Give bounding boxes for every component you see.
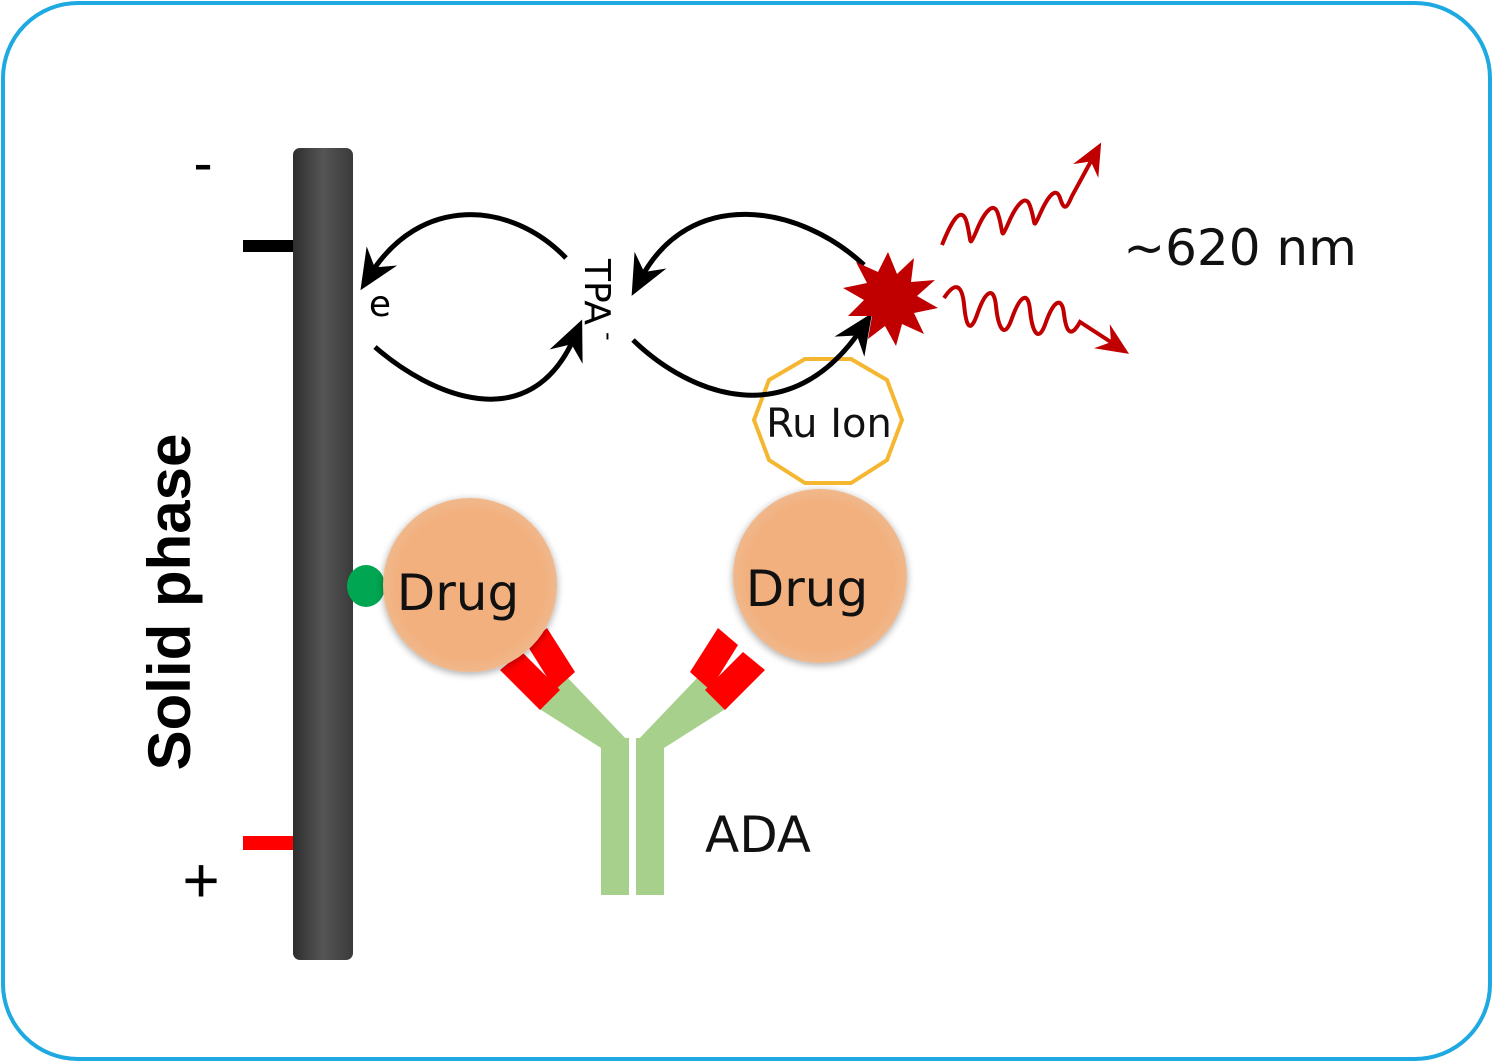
ru-ion-label: Ru Ion: [766, 401, 892, 447]
ru-ion-ring: [751, 357, 905, 485]
arrow-tpa-to-ru: [631, 313, 873, 398]
arrow-tpa-to-electrode: [360, 212, 568, 291]
drug-left: [383, 498, 557, 672]
anchor-dot: [347, 565, 385, 607]
starburst-icon: [843, 252, 938, 346]
drug-right-label: Drug: [746, 560, 869, 618]
wavy-arrow-icon: [940, 142, 1102, 246]
antibody-arm-right: [636, 676, 727, 760]
wavy-arrow-icon: [942, 285, 1130, 354]
antibody-stem-left: [601, 738, 629, 895]
wavelength-label: ~620 nm: [1123, 219, 1357, 277]
positive-terminal: [243, 836, 295, 850]
electrode-bar: [293, 148, 353, 960]
drug-right: [733, 489, 907, 663]
solid-phase-label: Solid phase: [136, 434, 203, 771]
antibody-tip-left: [500, 628, 575, 710]
tpa-label: TPA -: [576, 258, 623, 341]
arrow-electrode-to-tpa: [373, 319, 583, 402]
ada-label: ADA: [705, 806, 811, 864]
antibody-tip-right: [690, 628, 765, 710]
antibody-arm-left: [538, 676, 629, 760]
electron-label: e: [369, 284, 391, 325]
tpa-charge: -: [595, 332, 623, 341]
ada-antibody: [500, 628, 765, 895]
plus-sign-label: +: [182, 844, 219, 916]
drug-left-label: Drug: [397, 564, 520, 622]
tpa-text: TPA: [576, 258, 617, 325]
antibody-stem-right: [636, 738, 664, 895]
minus-sign-label: -: [193, 131, 212, 196]
negative-terminal: [243, 240, 295, 252]
arrow-ru-to-tpa: [631, 211, 866, 296]
